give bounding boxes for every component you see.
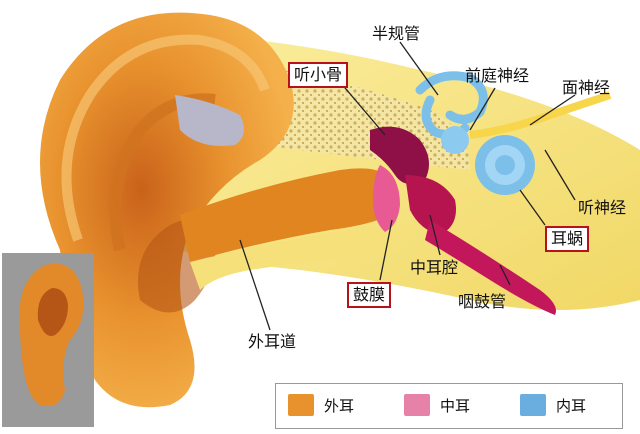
label-ear-canal: 外耳道 — [248, 332, 297, 351]
legend-swatch-middle-ear — [404, 394, 430, 416]
inset-ear-inner — [37, 288, 68, 336]
label-eustachian-tube: 咽鼓管 — [458, 292, 507, 311]
legend-swatch-inner-ear — [520, 394, 546, 416]
pointer-eardrum — [379, 219, 393, 281]
label-eardrum: 鼓膜 — [347, 282, 392, 308]
legend-box: 外耳 中耳 内耳 — [275, 383, 623, 429]
label-vestibular-nerve: 前庭神经 — [465, 66, 530, 85]
helix-rim — [61, 34, 270, 242]
legend-label-inner-ear: 内耳 — [556, 397, 587, 415]
label-semicircular-canals: 半规管 — [372, 24, 421, 43]
label-cochlea: 耳蜗 — [545, 226, 590, 252]
pointer-ear-canal — [239, 239, 271, 331]
legend-swatch-outer-ear — [288, 394, 314, 416]
ear-canal-tube — [180, 168, 390, 262]
cochlea-inner — [495, 155, 515, 175]
pointer-eustachian — [499, 264, 511, 286]
eustachian-tube-shape — [425, 220, 556, 315]
pointer-vestibular — [469, 87, 496, 131]
label-auditory-nerve: 听神经 — [578, 198, 627, 217]
label-ossicles: 听小骨 — [288, 62, 349, 88]
eardrum-shape — [372, 165, 400, 232]
vestibule — [441, 126, 469, 154]
ear-canal-bone — [190, 225, 400, 290]
pointer-ossicles — [339, 81, 386, 136]
legend-label-outer-ear: 外耳 — [324, 397, 355, 415]
ossicles-shape — [370, 126, 429, 184]
cartilage — [175, 95, 244, 146]
pointer-facial — [529, 94, 576, 126]
label-facial-nerve: 面神经 — [562, 78, 611, 97]
label-middle-ear-cavity: 中耳腔 — [410, 258, 459, 277]
pointer-middle-ear — [429, 214, 441, 256]
pointer-semicircular — [399, 41, 439, 96]
pointer-cochlea — [519, 189, 546, 226]
nerve-bundle — [469, 91, 612, 139]
pointer-auditory — [544, 149, 576, 201]
legend-label-middle-ear: 中耳 — [440, 397, 471, 415]
middle-ear-cavity-shape — [405, 175, 456, 235]
